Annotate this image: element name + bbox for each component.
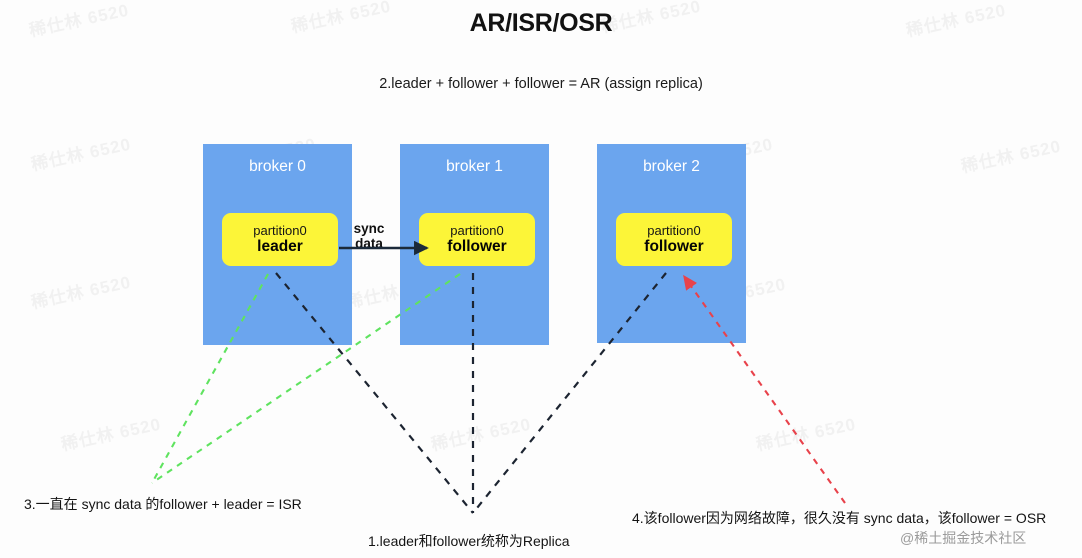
background-watermark: 稀仕林 6520	[29, 134, 133, 175]
broker-label-1: broker 1	[446, 158, 503, 175]
broker-box-0[interactable]: broker 0 partition0 leader	[203, 144, 352, 345]
broker-label-0: broker 0	[249, 158, 306, 175]
broker-box-1[interactable]: broker 1 partition0 follower	[400, 144, 549, 345]
background-watermark: 稀仕林 6520	[754, 414, 858, 455]
caption-osr: 4.该follower因为网络故障，很久没有 sync data，该follow…	[632, 510, 1047, 526]
partition-role-1: follower	[447, 238, 507, 256]
partition-name-2: partition0	[647, 222, 701, 238]
partition-role-0: leader	[257, 238, 303, 256]
background-watermark: 稀仕林 6520	[29, 272, 133, 313]
caption-isr: 3.一直在 sync data 的follower + leader = ISR	[24, 496, 302, 512]
background-watermark: 稀仕林 6520	[59, 414, 163, 455]
partition-role-2: follower	[644, 238, 704, 256]
site-watermark: @稀土掘金技术社区	[900, 530, 1027, 546]
broker-label-2: broker 2	[643, 158, 700, 175]
partition-name-1: partition0	[450, 222, 504, 238]
background-watermark: 稀仕林 6520	[429, 414, 533, 455]
partition-name-0: partition0	[253, 222, 307, 238]
broker-box-2[interactable]: broker 2 partition0 follower	[597, 144, 746, 343]
partition-box-2[interactable]: partition0 follower	[616, 213, 732, 266]
partition-box-0[interactable]: partition0 leader	[222, 213, 338, 266]
partition-box-1[interactable]: partition0 follower	[419, 213, 535, 266]
page-title: AR/ISR/OSR	[469, 9, 613, 37]
background-watermark: 稀仕林 6520	[959, 136, 1063, 177]
sync-data-label: sync data	[353, 221, 385, 251]
caption-replica: 1.leader和follower统称为Replica	[368, 533, 570, 549]
subtitle-ar-definition: 2.leader + follower + follower = AR (ass…	[379, 76, 703, 92]
